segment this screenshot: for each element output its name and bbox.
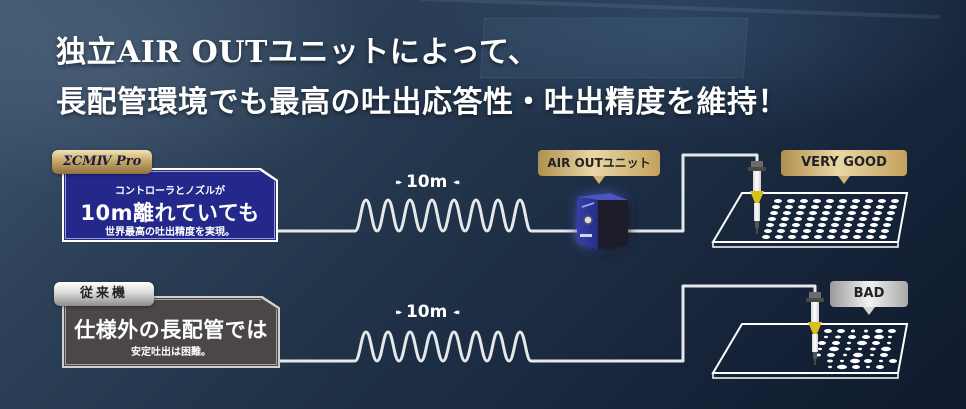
conventional-model-panel: 仕様外の長配管では 安定吐出は困難。 (62, 296, 280, 368)
old-distance-value: 10m (405, 302, 448, 322)
old-distance-label: ▸▸ 10m ◂◂ (396, 302, 459, 322)
arrow-left-icon: ◂◂ (453, 177, 459, 187)
old-panel-line-1: 仕様外の長配管では (74, 318, 268, 342)
air-out-unit-callout: AIR OUTユニット (538, 150, 660, 184)
result-bad-callout: BAD (830, 281, 908, 315)
pipe-new (276, 153, 759, 233)
dots-uniform (762, 199, 899, 239)
arrow-right-icon: ▸▸ (396, 177, 402, 187)
new-distance-label: ▸▸ 10m ◂◂ (396, 172, 459, 192)
headline: 独立AIR OUTユニットによって、 長配管環境でも最高の吐出応答性・吐出精度を… (56, 28, 788, 128)
new-model-panel: コントローラとノズルが 10m離れていても 世界最高の吐出精度を実現。 (62, 168, 278, 242)
syringe-good (748, 161, 766, 234)
old-panel-line-2: 安定吐出は困難。 (131, 347, 211, 358)
result-very-good-callout: VERY GOOD (781, 150, 907, 184)
new-panel-line-1: コントローラとノズルが (115, 186, 225, 197)
arrow-left-icon: ◂◂ (453, 307, 459, 317)
arrow-right-icon: ▸▸ (396, 307, 402, 317)
conventional-badge: 従来機 (54, 282, 154, 306)
new-panel-line-2: 10m離れていても (80, 201, 260, 225)
pipe-old (278, 284, 817, 363)
headline-line-2: 長配管環境でも最高の吐出応答性・吐出精度を維持！ (56, 85, 788, 120)
dots-irregular (815, 329, 897, 370)
plate-good (711, 192, 909, 248)
new-distance-value: 10m (405, 172, 448, 192)
air-out-unit-device (577, 193, 628, 250)
new-panel-line-3: 世界最高の吐出精度を実現。 (105, 227, 235, 238)
headline-line-1: 独立AIR OUTユニットによって、 (56, 35, 539, 70)
syringe-bad (806, 292, 824, 365)
product-badge-sigma-cm4-pro: ΣCMⅣ Pro (52, 150, 152, 174)
plate-bad (711, 323, 909, 379)
